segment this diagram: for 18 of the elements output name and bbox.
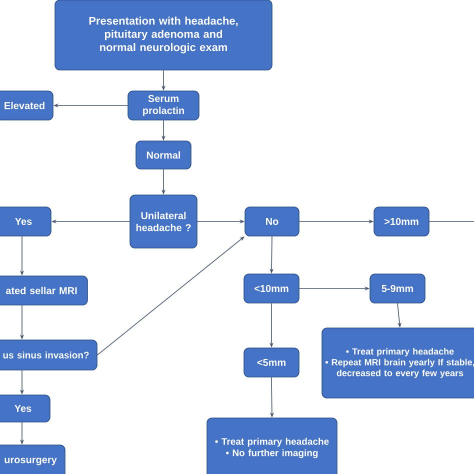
process-box: 5-9mm [370,274,426,304]
process-box: >10mm [374,206,430,236]
decision-box: Unilateral headache ? [130,194,198,248]
process-box: Yes [0,394,50,422]
process-box: • Treat primary headache • Repeat MRI brain yearly If stable, decreased to every few years [322,328,474,398]
process-box: No [244,206,300,236]
process-box: urosurgery [0,444,66,474]
process-box: • Treat primary headache • No further imaging [206,418,338,474]
process-box: Presentation with headache, pituitary adenoma and normal neurologic exam [54,0,272,70]
process-box: Yes [0,206,52,236]
process-box: Serum prolactin [128,90,200,120]
process-box: <10mm [244,274,300,304]
process-box: Normal [136,140,192,170]
process-box: ated sellar MRI [0,276,88,306]
decision-box: us sinus invasion? [0,340,98,370]
process-box: Elevated [0,90,54,120]
process-box: <5mm [244,348,300,378]
connector-line [429,221,474,222]
